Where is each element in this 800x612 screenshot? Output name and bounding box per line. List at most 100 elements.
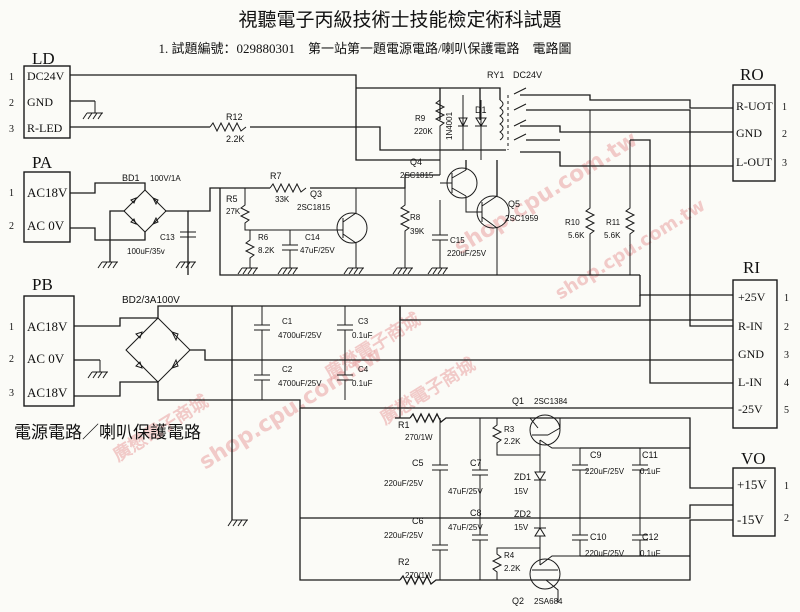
capacitor-icon <box>254 306 270 360</box>
ground-icon <box>97 261 119 269</box>
pin-label: AC 0V <box>27 218 65 233</box>
component-ref: R3 <box>504 425 515 434</box>
wire <box>70 182 189 275</box>
component-ref: C10 <box>590 532 607 542</box>
component-value: 2SC1815 <box>297 203 331 212</box>
component-value: 15V <box>514 487 529 496</box>
pin-number: 5 <box>784 405 789 416</box>
component-value: 4700uF/25V <box>278 379 322 388</box>
connector-box <box>732 84 776 182</box>
component-ref: C1 <box>282 317 293 326</box>
wire <box>580 447 690 557</box>
pin-label: GND <box>738 347 764 361</box>
component-ref: D1 <box>475 105 487 115</box>
component-ref: C8 <box>470 508 482 518</box>
capacitor-icon <box>282 230 298 268</box>
resistor-icon <box>269 182 307 194</box>
component-ref: ZD1 <box>514 472 531 482</box>
capacitor-icon <box>432 200 448 268</box>
pin-label: L-IN <box>738 375 762 389</box>
zener-diode-icon <box>534 455 546 518</box>
component-value: 5.6K <box>604 231 621 240</box>
component-value: 270/1W <box>405 433 433 442</box>
pin-number: 2 <box>9 221 14 232</box>
wire <box>299 408 733 586</box>
component-ref: C11 <box>642 450 658 460</box>
pin-number: 1 <box>784 481 789 492</box>
resistor-icon <box>434 99 446 175</box>
component-value: 2.2K <box>226 134 245 144</box>
connector-title: PA <box>32 153 53 172</box>
component-ref: RY1 <box>487 70 504 80</box>
page-subtitle: 1. 試題編號：029880301 第一站第一題電源電路/喇叭保護電路 電路圖 <box>158 41 571 56</box>
capacitor-icon <box>180 211 196 260</box>
component-value: 2.2K <box>504 437 521 446</box>
pin-label: GND <box>27 95 53 109</box>
page-title: 視聽電子丙級技術士技能檢定術科試題 <box>238 9 561 31</box>
component-ref: R11 <box>606 218 621 227</box>
ground-icon <box>227 519 249 527</box>
resistor-icon <box>624 140 636 275</box>
pin-number: 2 <box>784 513 789 524</box>
component-ref: R4 <box>504 551 515 560</box>
resistor-icon <box>244 230 256 268</box>
component-value: 220uF/25V <box>447 249 487 258</box>
bd2-rectifier: BD2/3A100V C1 4700uF/25V C2 4700uF/25V C… <box>74 295 733 527</box>
connector-pa: PA AC18V AC 0V 1 2 <box>9 153 71 243</box>
component-value: 15V <box>514 523 529 532</box>
pin-label: R-IN <box>738 319 763 333</box>
pin-number: 1 <box>782 102 787 113</box>
component-ref: C15 <box>450 236 465 245</box>
component-ref: R8 <box>410 213 421 222</box>
wire <box>74 317 232 397</box>
pin-number: 2 <box>784 322 789 333</box>
component-ref: BD2/3A100V <box>122 295 180 306</box>
component-value: 220uF/25V <box>384 479 424 488</box>
pin-number: 2 <box>9 98 14 109</box>
component-ref: R1 <box>398 420 410 430</box>
component-ref: R10 <box>565 218 580 227</box>
component-value: 220K <box>414 127 433 136</box>
pin-number: 3 <box>9 388 14 399</box>
pin-label: DC24V <box>27 69 65 83</box>
capacitor-icon <box>432 518 448 580</box>
component-value: DC24V <box>513 70 542 80</box>
capacitor-icon <box>472 518 488 580</box>
wire <box>395 306 733 489</box>
ground-icon <box>343 267 365 275</box>
component-value: 1N4001 <box>445 111 454 140</box>
component-value: 27K <box>226 207 241 216</box>
bd1-rectifier: BD1 100V/1A C13 100uF/35v <box>70 173 220 275</box>
component-value: 33K <box>275 195 290 204</box>
component-ref: Q2 <box>512 596 524 606</box>
connector-title: PB <box>32 275 53 294</box>
resistor-icon <box>584 110 596 275</box>
component-value: 2SC1384 <box>534 397 568 406</box>
connector-title: RO <box>740 65 764 84</box>
protection-circuit: R12 2.2K R9 220K 1N4001 D1 RY1 DC24V Q4 … <box>70 70 733 384</box>
component-value: 5.6K <box>568 231 585 240</box>
connector-title: LD <box>32 49 55 68</box>
relay-contact-icon <box>513 87 527 141</box>
component-ref: C13 <box>160 233 175 242</box>
component-value: 47uF/25V <box>300 246 335 255</box>
component-ref: Q1 <box>512 396 524 406</box>
pin-label: +25V <box>738 290 766 304</box>
capacitor-icon <box>432 418 448 518</box>
pin-number: 2 <box>782 129 787 140</box>
connector-ld: LD DC24V GND R-LED 1 2 3 <box>9 49 71 139</box>
component-ref: C9 <box>590 450 602 460</box>
component-value: 220uF/25V <box>585 549 625 558</box>
component-value: 0.1uF <box>640 549 661 558</box>
pin-label: -15V <box>737 512 764 527</box>
pin-label: +15V <box>737 477 767 492</box>
component-ref: C5 <box>412 458 424 468</box>
component-value: 0.1uF <box>640 467 661 476</box>
resistor-icon <box>491 418 540 456</box>
pin-number: 1 <box>9 188 14 199</box>
connector-title: VO <box>741 449 766 468</box>
wire <box>520 94 733 167</box>
watermark: shop.cpu.com.tw <box>450 127 642 260</box>
ground-icon <box>175 261 197 269</box>
